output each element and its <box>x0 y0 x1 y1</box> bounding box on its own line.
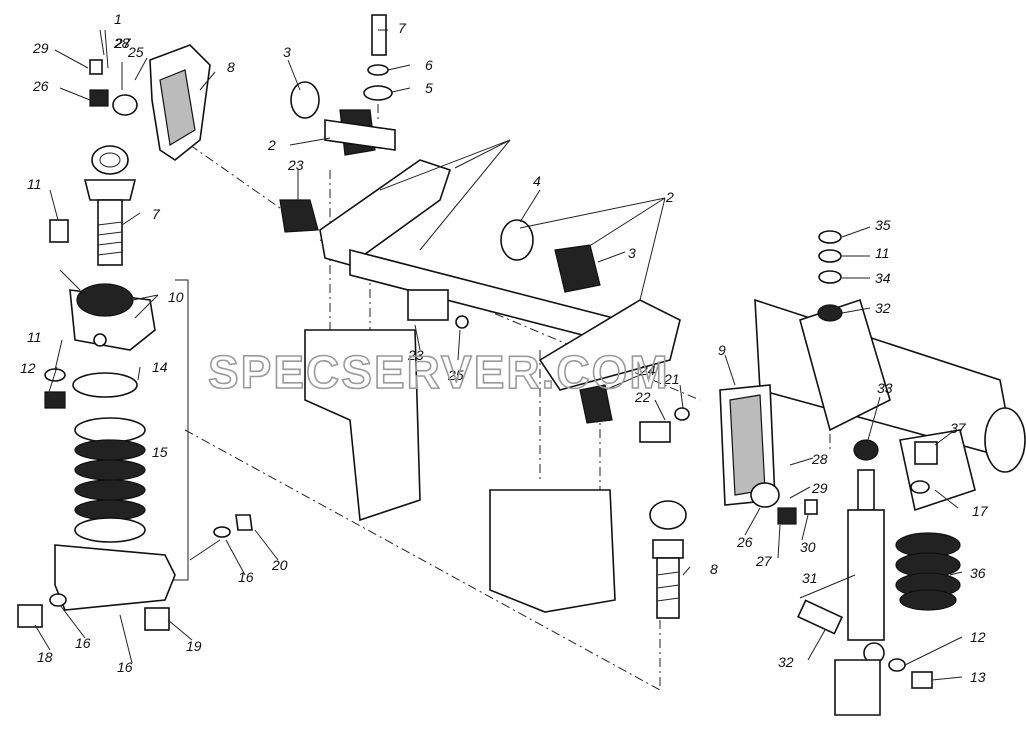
callout-label: 12 <box>20 360 36 376</box>
callout-label: 1 <box>114 11 122 27</box>
leader-lines <box>34 29 963 681</box>
callout-label: 22 <box>634 389 651 405</box>
callout-label: 11 <box>27 329 42 345</box>
callout-label: 6 <box>425 57 433 73</box>
callout-label: 4 <box>533 173 541 189</box>
callout-label: 16 <box>117 659 133 675</box>
callout-label: 11 <box>27 176 42 192</box>
callout-label: 2 <box>267 137 276 153</box>
callout-label: 32 <box>875 300 891 316</box>
callout-label: 9 <box>718 342 726 358</box>
callout-label: 37 <box>950 420 967 436</box>
callout-label: 26 <box>32 78 49 94</box>
callout-label: 14 <box>152 359 168 375</box>
callout-label: 10 <box>168 289 184 305</box>
callout-label: 15 <box>152 444 168 460</box>
callout-label: 27 <box>755 553 773 569</box>
callout-label: 7 <box>398 20 407 36</box>
callout-label: 28 <box>811 451 828 467</box>
callout-label: 13 <box>970 669 986 685</box>
right-frame-assembly <box>639 230 1026 716</box>
callout-label: 24 <box>639 362 656 378</box>
callout-label: 21 <box>663 371 680 387</box>
callout-label: 16 <box>238 569 254 585</box>
callout-label: 18 <box>37 649 53 665</box>
callout-label: 2 <box>665 189 674 205</box>
coil-spring <box>74 417 146 543</box>
callout-label: 25 <box>447 367 464 383</box>
callout-label: 31 <box>802 570 818 586</box>
callout-label: 34 <box>875 270 891 286</box>
callout-label: 3 <box>628 245 636 261</box>
callout-label: 5 <box>425 80 433 96</box>
callout-label: 30 <box>800 539 816 555</box>
callout-label: 29 <box>32 40 49 56</box>
callout-label: 33 <box>877 380 893 396</box>
callout-label: 23 <box>287 157 304 173</box>
callout-labels: 1 2 2 3 3 4 5 6 7 7 8 8 9 10 11 11 11 12… <box>20 11 989 685</box>
callout-label: 8 <box>227 59 235 75</box>
callout-label: 32 <box>778 654 794 670</box>
callout-label: 16 <box>75 635 91 651</box>
callout-label: 7 <box>152 206 161 222</box>
watermark: SPECSERVER.COM <box>208 346 670 398</box>
callout-label: 26 <box>736 534 753 550</box>
callout-label: 17 <box>972 503 989 519</box>
callout-label: 35 <box>875 217 891 233</box>
callout-label: 28 <box>113 35 130 51</box>
callout-label: 23 <box>407 347 424 363</box>
callout-label: 29 <box>811 480 828 496</box>
callout-label: 25 <box>127 44 144 60</box>
stabilizer-assembly <box>279 14 681 613</box>
left-mount-assembly <box>17 29 253 631</box>
callout-label: 20 <box>271 557 288 573</box>
callout-label: 11 <box>875 245 890 261</box>
callout-label: 3 <box>283 44 291 60</box>
callout-label: 8 <box>710 561 718 577</box>
callout-label: 19 <box>186 638 202 654</box>
callout-label: 27 <box>114 35 132 51</box>
callout-label: 36 <box>970 565 986 581</box>
callout-label: 12 <box>970 629 986 645</box>
